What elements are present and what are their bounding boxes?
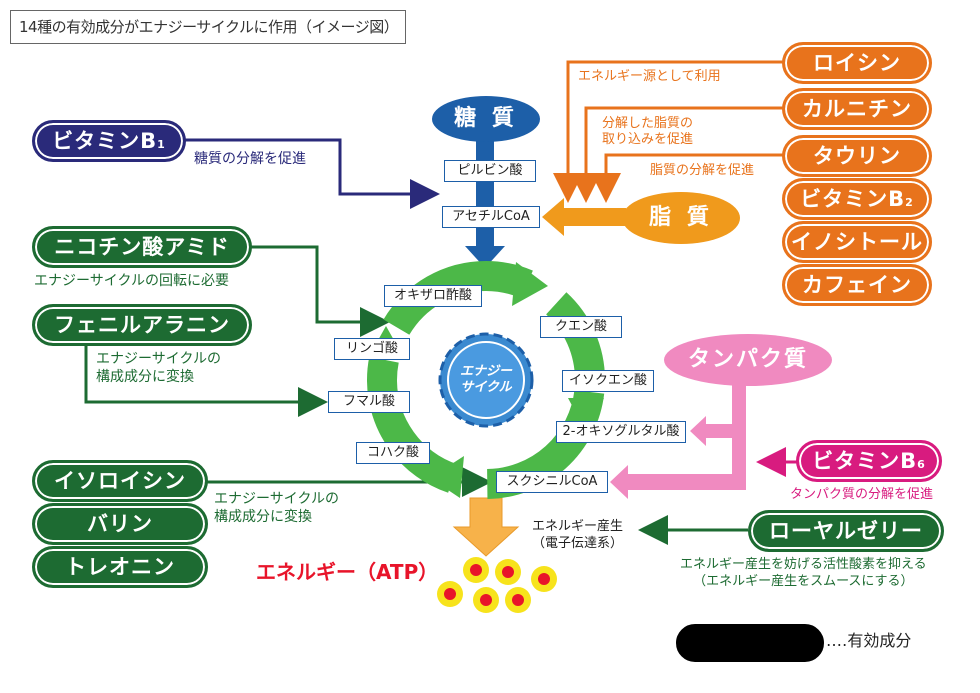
atp-dots	[437, 557, 557, 613]
bcaa-desc: エナジーサイクルの 構成成分に変換	[214, 490, 339, 526]
phenylalanine-name: フェニルアラニン	[54, 313, 230, 337]
vitamin-b2-name: ビタミンB	[800, 187, 906, 211]
protein-flow-arrow	[610, 382, 746, 499]
ingredient-royal-jelly: ローヤルゼリー	[748, 510, 944, 552]
sugar-ellipse: 糖 質	[432, 96, 540, 142]
cycle-step: オキザロ酢酸	[384, 285, 482, 307]
protein-branch-arrow	[690, 416, 732, 446]
carnitine-desc-line1: 分解した脂質の	[602, 116, 694, 131]
ingredient-vitamin-b6: ビタミンB6	[796, 440, 942, 482]
phenylalanine-connector	[84, 342, 328, 417]
pyruvate-box: ピルビン酸	[444, 160, 536, 182]
inositol-name: イノシトール	[791, 230, 923, 254]
ingredient-phenylalanine: フェニルアラニン	[32, 304, 252, 346]
taurine-desc: 脂質の分解を促進	[650, 163, 755, 178]
bcaa-desc-line2: 構成成分に変換	[214, 509, 312, 525]
caffeine-name: カフェイン	[802, 273, 912, 297]
vitamin-b6-subscript: 6	[917, 458, 926, 471]
cycle-step: 2-オキソグルタル酸	[556, 421, 686, 443]
ingredient-leucine: ロイシン	[782, 42, 932, 84]
ingredient-threonine: トレオニン	[32, 546, 208, 588]
fat-label: 脂 質	[649, 205, 713, 230]
cycle-step: イソクエン酸	[562, 370, 654, 392]
carnitine-connector	[571, 106, 783, 203]
ingredient-vitamin-b2: ビタミンB2	[782, 178, 932, 220]
ingredient-inositol: イノシトール	[782, 221, 932, 263]
cycle-arrowhead-right	[568, 398, 604, 432]
nicotinamide-name: ニコチン酸アミド	[54, 235, 230, 259]
vitamin-b1-desc: 糖質の分解を促進	[194, 151, 306, 167]
energy-production-line1: エネルギー産生	[532, 519, 624, 534]
legend-text: ‥‥有効成分	[826, 631, 912, 650]
ingredient-caffeine: カフェイン	[782, 264, 932, 306]
ingredient-taurine: タウリン	[782, 135, 932, 177]
isoleucine-name: イソロイシン	[54, 469, 186, 493]
gear-center-line2: サイクル	[460, 380, 512, 395]
bcaa-desc-line1: エナジーサイクルの	[214, 491, 340, 507]
cycle-step: クエン酸	[540, 316, 622, 338]
sugar-label: 糖 質	[454, 106, 518, 131]
ingredient-carnitine: カルニチン	[782, 88, 932, 130]
sugar-flow-arrow	[465, 140, 505, 268]
legend-swatch	[676, 624, 824, 662]
energy-production-line2: （電子伝達系）	[532, 536, 624, 551]
gear-center-label: エナジー サイクル	[446, 364, 526, 396]
threonine-name: トレオニン	[65, 555, 175, 579]
cycle-step: コハク酸	[356, 442, 430, 464]
cycle-arrowhead-bottom	[430, 456, 464, 498]
fat-flow-arrow	[542, 198, 626, 236]
royal-jelly-name: ローヤルゼリー	[769, 519, 923, 543]
royal-jelly-desc-line2: （エネルギー産生をスムースにする）	[693, 574, 914, 589]
valine-name: バリン	[87, 512, 153, 536]
vitamin-b6-name: ビタミンB	[812, 449, 918, 473]
energy-output-arrow	[452, 497, 520, 557]
carnitine-desc-line2: 取り込みを促進	[602, 132, 694, 147]
vitamin-b1-subscript: 1	[157, 138, 166, 151]
ingredient-isoleucine: イソロイシン	[32, 460, 208, 502]
ingredient-valine: バリン	[32, 503, 208, 545]
cycle-step: フマル酸	[328, 391, 410, 413]
leucine-connector	[553, 60, 783, 203]
center-gear-icon	[438, 332, 534, 428]
phenylalanine-desc-line2: 構成成分に変換	[96, 369, 194, 385]
gear-center-line1: エナジー	[459, 364, 512, 379]
leucine-name: ロイシン	[813, 51, 901, 75]
diagram-title: 14種の有効成分がエナジーサイクルに作用（イメージ図）	[10, 10, 406, 44]
cycle-step: スクシニルCoA	[496, 471, 608, 493]
vitamin-b6-desc: タンパク質の分解を促進	[790, 487, 934, 502]
royal-jelly-desc-line1: エネルギー産生を妨げる活性酸素を抑える	[680, 557, 927, 572]
protein-label: タンパク質	[687, 347, 808, 372]
protein-ellipse: タンパク質	[664, 334, 832, 386]
atp-label: エネルギー（ATP）	[256, 560, 439, 584]
energy-production-label: エネルギー産生 （電子伝達系）	[532, 518, 623, 552]
royal-jelly-desc: エネルギー産生を妨げる活性酸素を抑える （エネルギー産生をスムースにする）	[680, 556, 927, 590]
phenylalanine-desc-line1: エナジーサイクルの	[96, 351, 222, 367]
cycle-arrowhead-top	[512, 262, 548, 306]
carnitine-name: カルニチン	[802, 97, 912, 121]
fat-ellipse: 脂 質	[622, 192, 740, 244]
nicotinamide-desc: エナジーサイクルの回転に必要	[34, 273, 230, 289]
taurine-name: タウリン	[813, 144, 901, 168]
ingredient-vitamin-b1: ビタミンB1	[32, 120, 186, 162]
vitamin-b2-subscript: 2	[905, 196, 914, 209]
carnitine-desc: 分解した脂質の 取り込みを促進	[602, 116, 693, 148]
nicotinamide-connector	[250, 245, 390, 337]
vitamin-b1-connector	[185, 138, 440, 209]
acetyl-coa-box: アセチルCoA	[442, 206, 540, 228]
taurine-connector	[591, 153, 783, 203]
vitamin-b1-name: ビタミンB	[52, 129, 158, 153]
cycle-step: リンゴ酸	[334, 338, 410, 360]
ingredient-nicotinamide: ニコチン酸アミド	[32, 226, 252, 268]
phenylalanine-desc: エナジーサイクルの 構成成分に変換	[96, 350, 221, 386]
leucine-desc: エネルギー源として利用	[578, 69, 721, 84]
